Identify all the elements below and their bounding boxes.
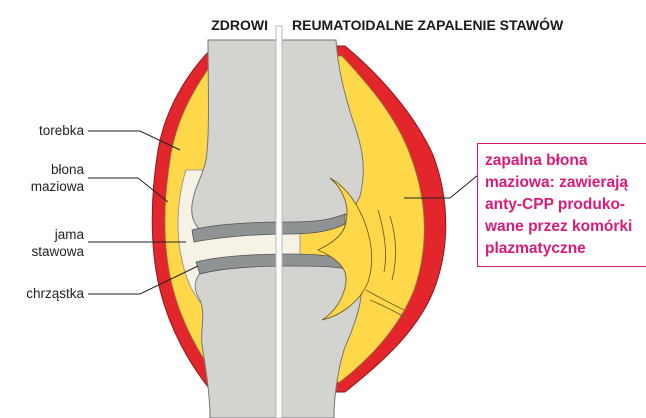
center-divider [276,26,282,418]
label-cavity-1: jama [54,227,85,242]
header-healthy: ZDROWI [211,17,268,33]
header-ra: REUMATOIDALNE ZAPALENIE STAWÓW [292,16,564,33]
label-cartilage: chrząstka [26,286,84,301]
label-capsule: torebka [39,123,85,138]
label-synovium-2: maziowa [31,179,85,194]
label-cavity-2: stawowa [31,244,84,259]
label-synovium-1: błona [51,162,85,177]
callout-box: zapalna błona maziowa: zawierają anty-CP… [477,143,646,267]
callout-text: zapalna błona maziowa: zawierają anty-CP… [485,150,646,260]
